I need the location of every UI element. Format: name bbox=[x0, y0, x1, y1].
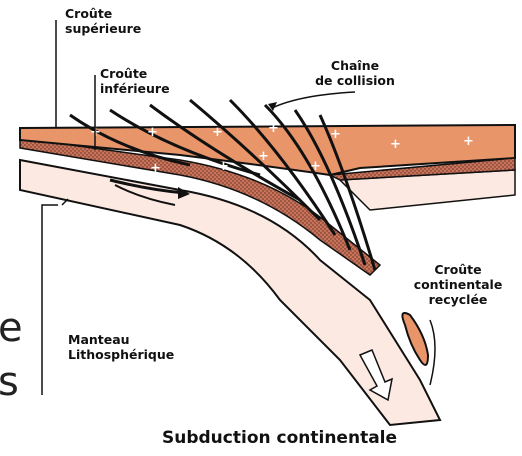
svg-text:+: + bbox=[212, 125, 223, 140]
label-upper-crust: Croûte supérieure bbox=[65, 6, 141, 36]
label-mantle: Manteau Lithosphérique bbox=[68, 332, 174, 362]
label-lower-crust: Croûte inférieure bbox=[100, 66, 170, 96]
svg-text:+: + bbox=[390, 137, 401, 152]
svg-text:+: + bbox=[258, 149, 269, 164]
svg-text:+: + bbox=[310, 159, 321, 174]
edge-letter-e: e bbox=[0, 308, 23, 348]
label-lower-crust-line1: Croûte bbox=[100, 66, 170, 81]
svg-text:+: + bbox=[218, 159, 229, 174]
svg-text:+: + bbox=[150, 161, 161, 176]
svg-text:+: + bbox=[463, 134, 474, 149]
label-mantle-line1: Manteau bbox=[68, 332, 174, 347]
svg-text:+: + bbox=[330, 127, 341, 142]
svg-text:+: + bbox=[147, 125, 158, 140]
label-recycled-crust-line2: continentale bbox=[408, 277, 508, 292]
label-collision-chain-line1: Chaîne bbox=[300, 58, 410, 73]
label-mantle-line2: Lithosphérique bbox=[68, 347, 174, 362]
label-recycled-crust-line1: Croûte bbox=[408, 262, 508, 277]
label-collision-chain: Chaîne de collision bbox=[300, 58, 410, 88]
label-lower-crust-line2: inférieure bbox=[100, 81, 170, 96]
diagram-title: Subduction continentale bbox=[162, 428, 397, 448]
label-recycled-crust: Croûte continentale recyclée bbox=[408, 262, 508, 307]
label-collision-chain-line2: de collision bbox=[300, 73, 410, 88]
svg-text:+: + bbox=[268, 121, 279, 136]
label-upper-crust-line1: Croûte bbox=[65, 6, 141, 21]
label-upper-crust-line2: supérieure bbox=[65, 21, 141, 36]
label-recycled-crust-line3: recyclée bbox=[408, 292, 508, 307]
edge-letter-s: s bbox=[0, 362, 19, 402]
